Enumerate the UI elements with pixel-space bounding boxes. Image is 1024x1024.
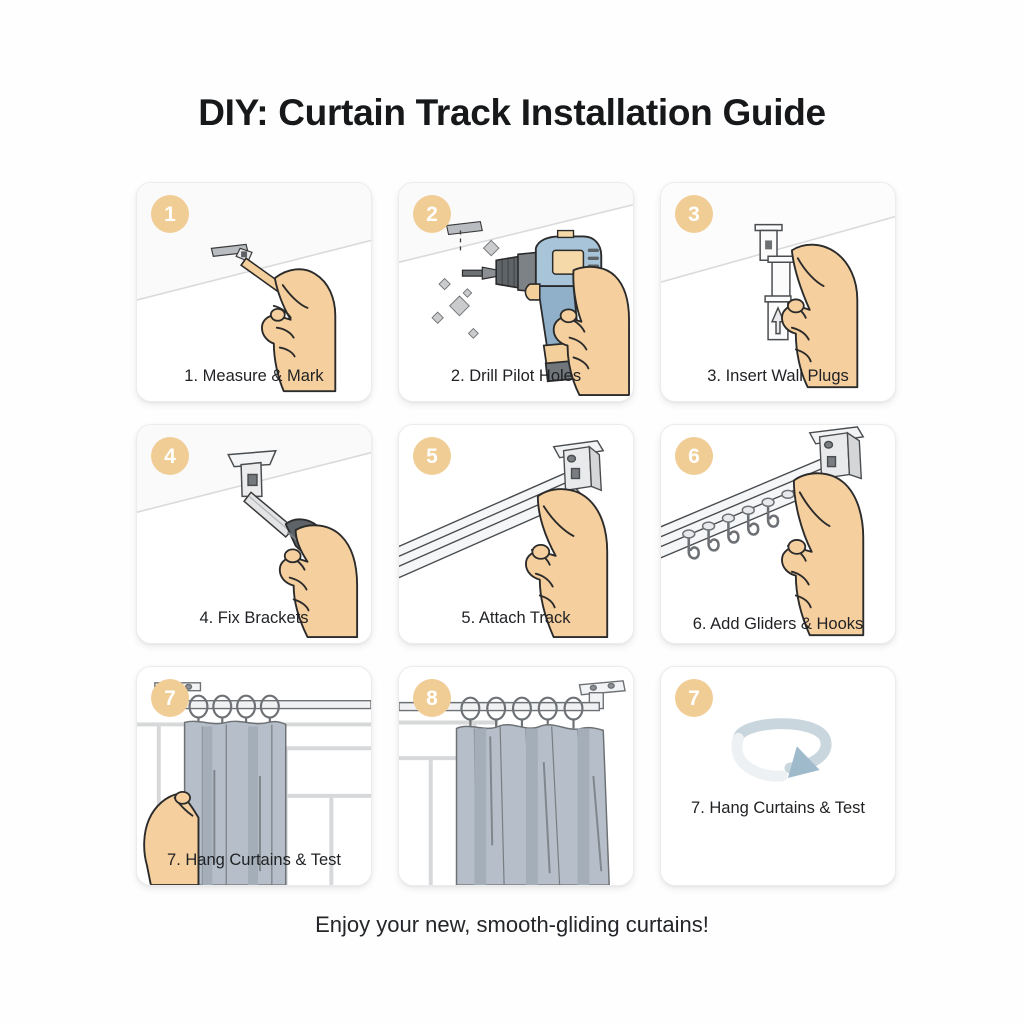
- step-illustration-drill-pilot-holes: [399, 183, 633, 401]
- step-card-6[interactable]: 6 6. Add Gliders & Hooks: [660, 424, 896, 644]
- step-caption-5: 5. Attach Track: [461, 608, 571, 627]
- step-card-3[interactable]: 3 3. Insert Wall Plugs: [660, 182, 896, 402]
- step-badge-7: 7: [151, 679, 189, 717]
- steps-grid: 1 1. Measure & Mark: [136, 182, 896, 886]
- step-illustration-attach-track: [399, 425, 633, 643]
- step-badge-3: 3: [675, 195, 713, 233]
- step-caption-2: 2. Drill Pilot Holes: [450, 366, 582, 385]
- step-badge-1: 1: [151, 195, 189, 233]
- step-badge-9: 7: [675, 679, 713, 717]
- step-caption-9: 7. Hang Curtains & Test: [691, 798, 865, 817]
- step-illustration-finished-curtains: [399, 667, 633, 885]
- step-illustration-measure-mark: [137, 183, 371, 401]
- step-caption-3: 3. Insert Wall Plugs: [707, 366, 849, 385]
- step-caption-7: 7. Hang Curtains & Test: [167, 850, 341, 869]
- step-badge-2: 2: [413, 195, 451, 233]
- step-card-4[interactable]: 4 4. Fix Brackets: [136, 424, 372, 644]
- step-card-1[interactable]: 1 1. Measure & Mark: [136, 182, 372, 402]
- step-badge-8: 8: [413, 679, 451, 717]
- step-badge-5: 5: [413, 437, 451, 475]
- page-title: DIY: Curtain Track Installation Guide: [198, 92, 826, 133]
- step-card-8[interactable]: 8: [398, 666, 634, 886]
- step-card-7[interactable]: 7 7. Hang Curtains & Test: [136, 666, 372, 886]
- step-card-2[interactable]: 2 2. Drill Pilot Holes: [398, 182, 634, 402]
- footer-text: Enjoy your new, smooth-gliding curtains!: [315, 912, 709, 937]
- step-caption-4: 4. Fix Brackets: [199, 608, 309, 627]
- step-card-5[interactable]: 5 5. Attach Track: [398, 424, 634, 644]
- step-badge-6: 6: [675, 437, 713, 475]
- step-illustration-hang-curtains-test: [137, 667, 371, 885]
- step-caption-1: 1. Measure & Mark: [184, 366, 324, 385]
- step-card-9[interactable]: 7 7. Hang Curtains & Test: [660, 666, 896, 886]
- step-caption-6: 6. Add Gliders & Hooks: [692, 614, 864, 633]
- step-illustration-insert-wall-plugs: [661, 183, 895, 401]
- step-badge-4: 4: [151, 437, 189, 475]
